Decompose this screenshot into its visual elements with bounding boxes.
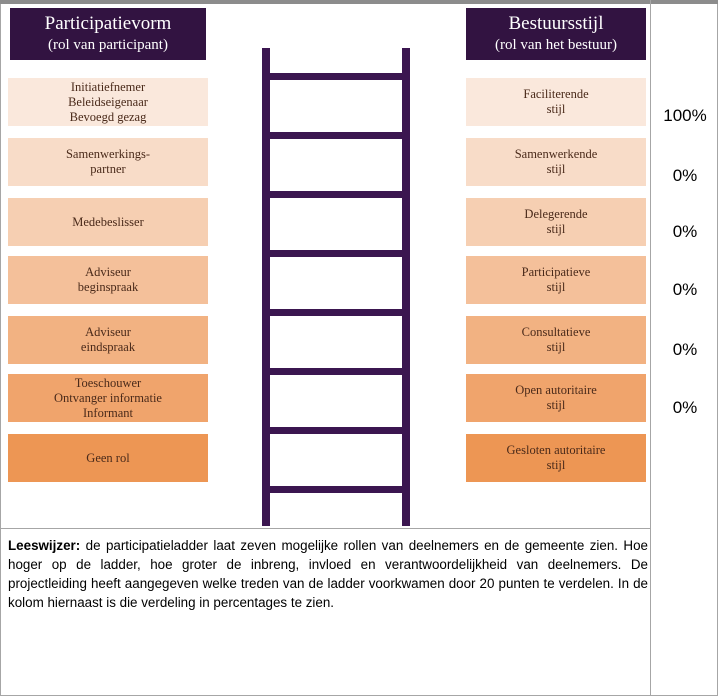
row-divider <box>0 528 651 529</box>
percentage-value: 0% <box>672 398 698 417</box>
top-rule <box>0 0 718 4</box>
participation-form-header: Participatievorm (rol van participant) <box>10 8 206 60</box>
percentage-value: 0% <box>672 222 698 241</box>
participation-form-box: Medebeslisser <box>8 198 208 246</box>
column-divider <box>650 0 651 696</box>
percentage-value: 0% <box>672 166 698 185</box>
reading-guide-text: de participatieladder laat zeven mogelij… <box>8 538 648 610</box>
percentage-value: 0% <box>672 280 698 299</box>
reading-guide: Leeswijzer: de participatieladder laat z… <box>8 536 648 612</box>
percentage-value: 0% <box>672 340 698 359</box>
ladder-graphic <box>262 48 410 526</box>
governance-style-subtitle: (rol van het bestuur) <box>494 37 618 53</box>
ladder-rung <box>262 427 410 434</box>
governance-style-title: Bestuursstijl <box>508 13 604 34</box>
participation-form-box: Adviseur beginspraak <box>8 256 208 304</box>
governance-style-box: Participatieve stijl <box>466 256 646 304</box>
participation-form-box: Geen rol <box>8 434 208 482</box>
participation-form-subtitle: (rol van participant) <box>48 37 168 53</box>
governance-style-box: Open autoritaire stijl <box>466 374 646 422</box>
ladder-rung <box>262 250 410 257</box>
governance-style-box: Delegerende stijl <box>466 198 646 246</box>
ladder-right-rail <box>402 48 410 526</box>
governance-style-box: Faciliterende stijl <box>466 78 646 126</box>
ladder-rung <box>262 191 410 198</box>
participation-form-box: Samenwerkings- partner <box>8 138 208 186</box>
governance-style-box: Samenwerkende stijl <box>466 138 646 186</box>
participation-form-box: Adviseur eindspraak <box>8 316 208 364</box>
governance-style-header: Bestuursstijl (rol van het bestuur) <box>466 8 646 60</box>
participation-form-box: Initiatiefnemer Beleidseigenaar Bevoegd … <box>8 78 208 126</box>
percentage-value: 100% <box>663 106 707 125</box>
ladder-left-rail <box>262 48 270 526</box>
ladder-rung <box>262 368 410 375</box>
participation-ladder-diagram: Participatievorm (rol van participant) B… <box>8 4 646 526</box>
reading-guide-label: Leeswijzer: <box>8 538 81 553</box>
ladder-rung <box>262 486 410 493</box>
participation-form-title: Participatievorm <box>44 13 172 34</box>
ladder-rung <box>262 309 410 316</box>
participation-form-box: Toeschouwer Ontvanger informatie Informa… <box>8 374 208 422</box>
ladder-rung <box>262 132 410 139</box>
governance-style-box: Gesloten autoritaire stijl <box>466 434 646 482</box>
ladder-rung <box>262 73 410 80</box>
governance-style-box: Consultatieve stijl <box>466 316 646 364</box>
